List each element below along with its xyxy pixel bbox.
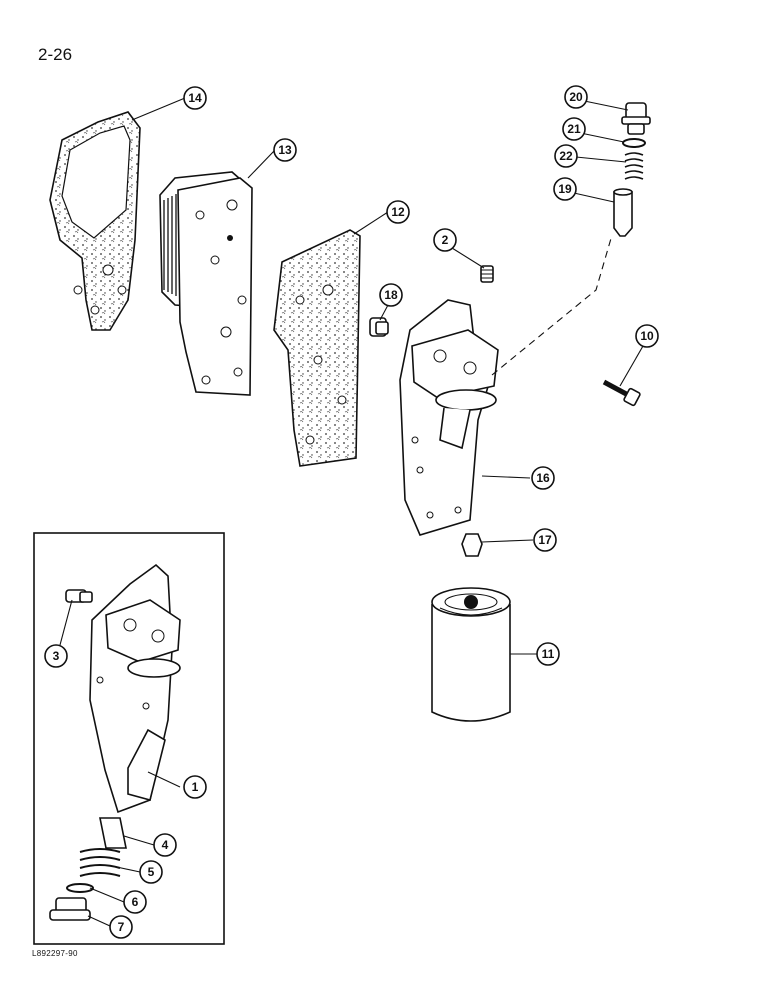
callout-17: 17 (533, 528, 557, 552)
callout-11-label: 11 (542, 647, 555, 661)
callout-3: 3 (44, 644, 68, 668)
callout-13-label: 13 (278, 143, 292, 157)
page-number: 2-26 (38, 45, 73, 64)
oil-cooler-13-drawing (159, 171, 253, 396)
relief-valve-parts-drawing (613, 102, 651, 237)
callout-20: 20 (564, 85, 588, 109)
callout-11: 11 (536, 642, 560, 666)
callout-21-label: 21 (567, 122, 581, 136)
inset-plug-3-drawing (65, 589, 93, 603)
fitting-17-drawing (461, 533, 483, 557)
filter-head-16-drawing (399, 299, 499, 536)
plug-2-drawing (480, 265, 494, 283)
callout-16: 16 (531, 466, 555, 490)
callout-2: 2 (433, 228, 457, 252)
oil-filter-11-drawing (431, 587, 511, 722)
callout-7-label: 7 (118, 920, 125, 934)
callout-18: 18 (379, 283, 403, 307)
callout-19-label: 19 (558, 182, 572, 196)
callout-6: 6 (123, 890, 147, 914)
callout-14-label: 14 (188, 91, 202, 105)
callout-12-label: 12 (391, 205, 405, 219)
fitting-18-drawing (369, 317, 389, 337)
callout-22-label: 22 (559, 149, 573, 163)
callout-21: 21 (562, 117, 586, 141)
callout-4-label: 4 (162, 838, 169, 852)
callout-14: 14 (183, 86, 207, 110)
inset-filter-head-drawing (89, 563, 181, 814)
callout-18-label: 18 (384, 288, 398, 302)
callout-19: 19 (553, 177, 577, 201)
callout-5-label: 5 (148, 865, 155, 879)
callout-13: 13 (273, 138, 297, 162)
assembly-dashed-line (491, 234, 613, 376)
gasket-12-drawing (273, 229, 361, 467)
callout-3-label: 3 (53, 649, 60, 663)
figure-code: L892297-90 (32, 949, 78, 958)
callout-10-label: 10 (640, 329, 654, 343)
callout-2-label: 2 (442, 233, 449, 247)
inset-valve-parts-drawing (49, 817, 127, 921)
callout-4: 4 (153, 833, 177, 857)
callout-17-label: 17 (538, 533, 552, 547)
callout-20-label: 20 (569, 90, 583, 104)
callout-22: 22 (554, 144, 578, 168)
inset-frame (33, 532, 225, 945)
callout-12: 12 (386, 200, 410, 224)
callout-6-label: 6 (132, 895, 139, 909)
callout-7: 7 (109, 915, 133, 939)
callout-1: 1 (183, 775, 207, 799)
bolt-10-drawing (602, 379, 641, 407)
gasket-14-drawing (49, 111, 141, 331)
callout-5: 5 (139, 860, 163, 884)
callout-10: 10 (635, 324, 659, 348)
callout-16-label: 16 (536, 471, 550, 485)
callout-1-label: 1 (192, 780, 199, 794)
